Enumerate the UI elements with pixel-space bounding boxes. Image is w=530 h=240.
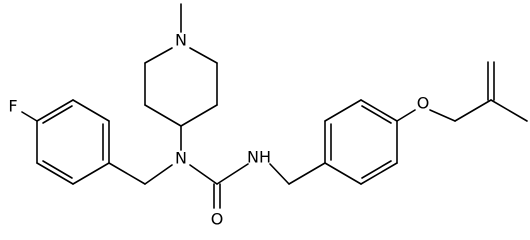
carbonyl-oxygen-atom: O — [211, 210, 224, 229]
phenyl-inner-bond — [361, 105, 392, 124]
nh-ch2-bond — [269, 163, 290, 185]
n-carbonyl-bond — [189, 164, 218, 185]
fluorine-atom: F — [8, 97, 17, 116]
piperidine-bond — [144, 104, 182, 127]
piperidine-nitrogen-atom: N — [175, 31, 187, 50]
alkene-methyl-bond — [490, 99, 528, 122]
fluorophenyl-bond — [72, 99, 110, 122]
fluorophenyl-inner-bond — [42, 160, 73, 179]
fluorophenyl-inner-bond — [42, 105, 73, 124]
fluorophenyl-bond — [36, 162, 74, 185]
structure-canvas: F N N NH O O — [8, 3, 528, 229]
phenyl-ether-bond — [396, 109, 416, 122]
ch2-alkene-bond — [454, 99, 492, 122]
ether-ch2-bond — [429, 109, 456, 122]
urea-nitrogen-atom: N — [175, 149, 187, 168]
amide-nh-atom: NH — [247, 148, 271, 167]
bonds — [21, 3, 528, 209]
ch2-phenyl-bond — [288, 162, 326, 185]
carbonyl-nh-bond — [216, 163, 249, 185]
atom-labels: F N N NH O O — [8, 31, 429, 229]
phenyl-inner-bond — [361, 160, 392, 179]
phenyl-bond — [360, 99, 398, 122]
phenyl-bond — [360, 162, 398, 185]
piperidine-bond — [189, 47, 218, 64]
piperidine-bond — [180, 104, 218, 127]
benzyl-ch2-bond — [108, 162, 146, 185]
phenyl-bond — [324, 162, 362, 185]
piperidine-bond — [144, 47, 173, 64]
fluorophenyl-bond — [72, 162, 110, 185]
n-benzyl-bond — [144, 164, 173, 185]
phenyl-bond — [324, 99, 362, 122]
c-f-bond — [21, 111, 38, 122]
fluorophenyl-bond — [36, 99, 74, 122]
ether-oxygen-atom: O — [417, 94, 430, 113]
molecule-structure: F N N NH O O — [8, 3, 528, 229]
